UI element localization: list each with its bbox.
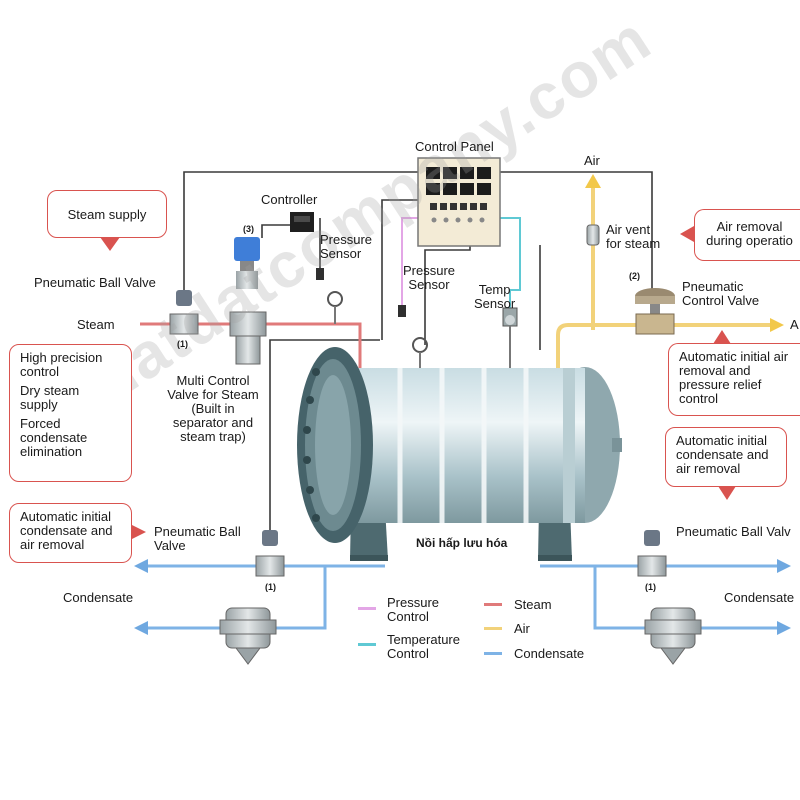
air-lines (556, 185, 770, 372)
multi-control-valve-label: Multi Control Valve for Steam (Built in … (167, 373, 259, 444)
controller-box (290, 212, 314, 232)
legend-air: Air (514, 621, 530, 636)
control-panel-box (417, 157, 501, 247)
ball-valve-right (637, 530, 667, 577)
ball-valve-left (255, 530, 285, 577)
steam-trap-left (219, 607, 277, 665)
condensate-left-label: Condensate (63, 590, 134, 605)
legend-condensate: Condensate (514, 646, 585, 661)
feature-dry-steam: Dry steam supply (20, 383, 80, 412)
legend-steam: Steam (514, 597, 552, 612)
pressure-control-line (401, 217, 418, 305)
condensate-right-label: Condensate (724, 590, 795, 605)
callout-steam-supply: Steam supply (47, 190, 167, 238)
num-3: (3) (243, 224, 254, 234)
air-right-arrow (770, 318, 784, 332)
autoclave-vessel (297, 347, 622, 543)
pneumatic-control-valve-label: Pneumatic Control Valve (682, 279, 760, 308)
callout-auto-initial-right-tail (718, 486, 736, 500)
legend-swatch-air (484, 627, 502, 630)
ball-valve-top (169, 290, 199, 335)
legend-pressure-control: Pressure Control (387, 595, 440, 624)
num-1-top: (1) (177, 339, 188, 349)
pneumatic-ball-valve-right-label: Pneumatic Ball Valv (676, 524, 791, 539)
multi-control-valve (229, 237, 267, 365)
callout-auto-initial-right: Automatic initial condensate and air rem… (665, 427, 787, 487)
temperature-control-line (500, 217, 521, 320)
pneumatic-ball-valve-left-label: Pneumatic Ball Valve (154, 524, 241, 553)
callout-features: High precision control Dry steam supply … (9, 344, 132, 482)
num-1-right: (1) (645, 582, 656, 592)
legend-swatch-pressure-control (358, 607, 376, 610)
air-up-arrow (585, 174, 601, 188)
controller-label: Controller (261, 192, 318, 207)
steam-trap-right (644, 607, 702, 665)
air-top-label: Air (584, 153, 600, 168)
vessel-label: Nồi hấp lưu hóa (416, 536, 508, 550)
legend-swatch-steam (484, 603, 502, 606)
callout-air-removal: Air removal during operatio (694, 209, 800, 261)
pneumatic-ball-valve-top-label: Pneumatic Ball Valve (34, 275, 156, 290)
temp-sensor-label: Temp Sensor (474, 282, 516, 311)
control-panel-label: Control Panel (415, 139, 494, 154)
pressure-sensor-1-label: Pressure Sensor (320, 232, 373, 261)
num-1-left: (1) (265, 582, 276, 592)
air-vent (586, 224, 600, 246)
callout-steam-supply-tail (100, 237, 120, 251)
legend-swatch-temperature-control (358, 643, 376, 646)
pressure-sensor-2-label: Pressure Sensor (403, 263, 456, 292)
num-2: (2) (629, 271, 640, 281)
air-vent-label: Air vent for steam (606, 222, 661, 251)
feature-forced-condensate: Forced condensate elimination (20, 416, 88, 459)
air-right-label: A (790, 317, 799, 332)
pressure-sensor-1 (316, 268, 343, 324)
steam-label: Steam (77, 317, 115, 332)
callout-air-removal-tail (680, 226, 694, 242)
temp-sensor (502, 307, 518, 368)
steam-line (140, 322, 362, 385)
callout-auto-initial-relief-tail (713, 330, 731, 344)
callout-auto-initial-left-tail (132, 525, 146, 539)
callout-auto-initial-left: Automatic initial condensate and air rem… (9, 503, 132, 563)
legend-temperature-control: Temperature Control (387, 632, 460, 661)
condensate-arrowheads (134, 559, 791, 635)
callout-auto-initial-relief: Automatic initial air removal and pressu… (668, 343, 800, 416)
legend-swatch-condensate (484, 652, 502, 655)
pressure-sensor-2 (398, 305, 428, 368)
pneumatic-control-valve (635, 288, 675, 335)
feature-high-precision: High precision control (20, 350, 103, 379)
